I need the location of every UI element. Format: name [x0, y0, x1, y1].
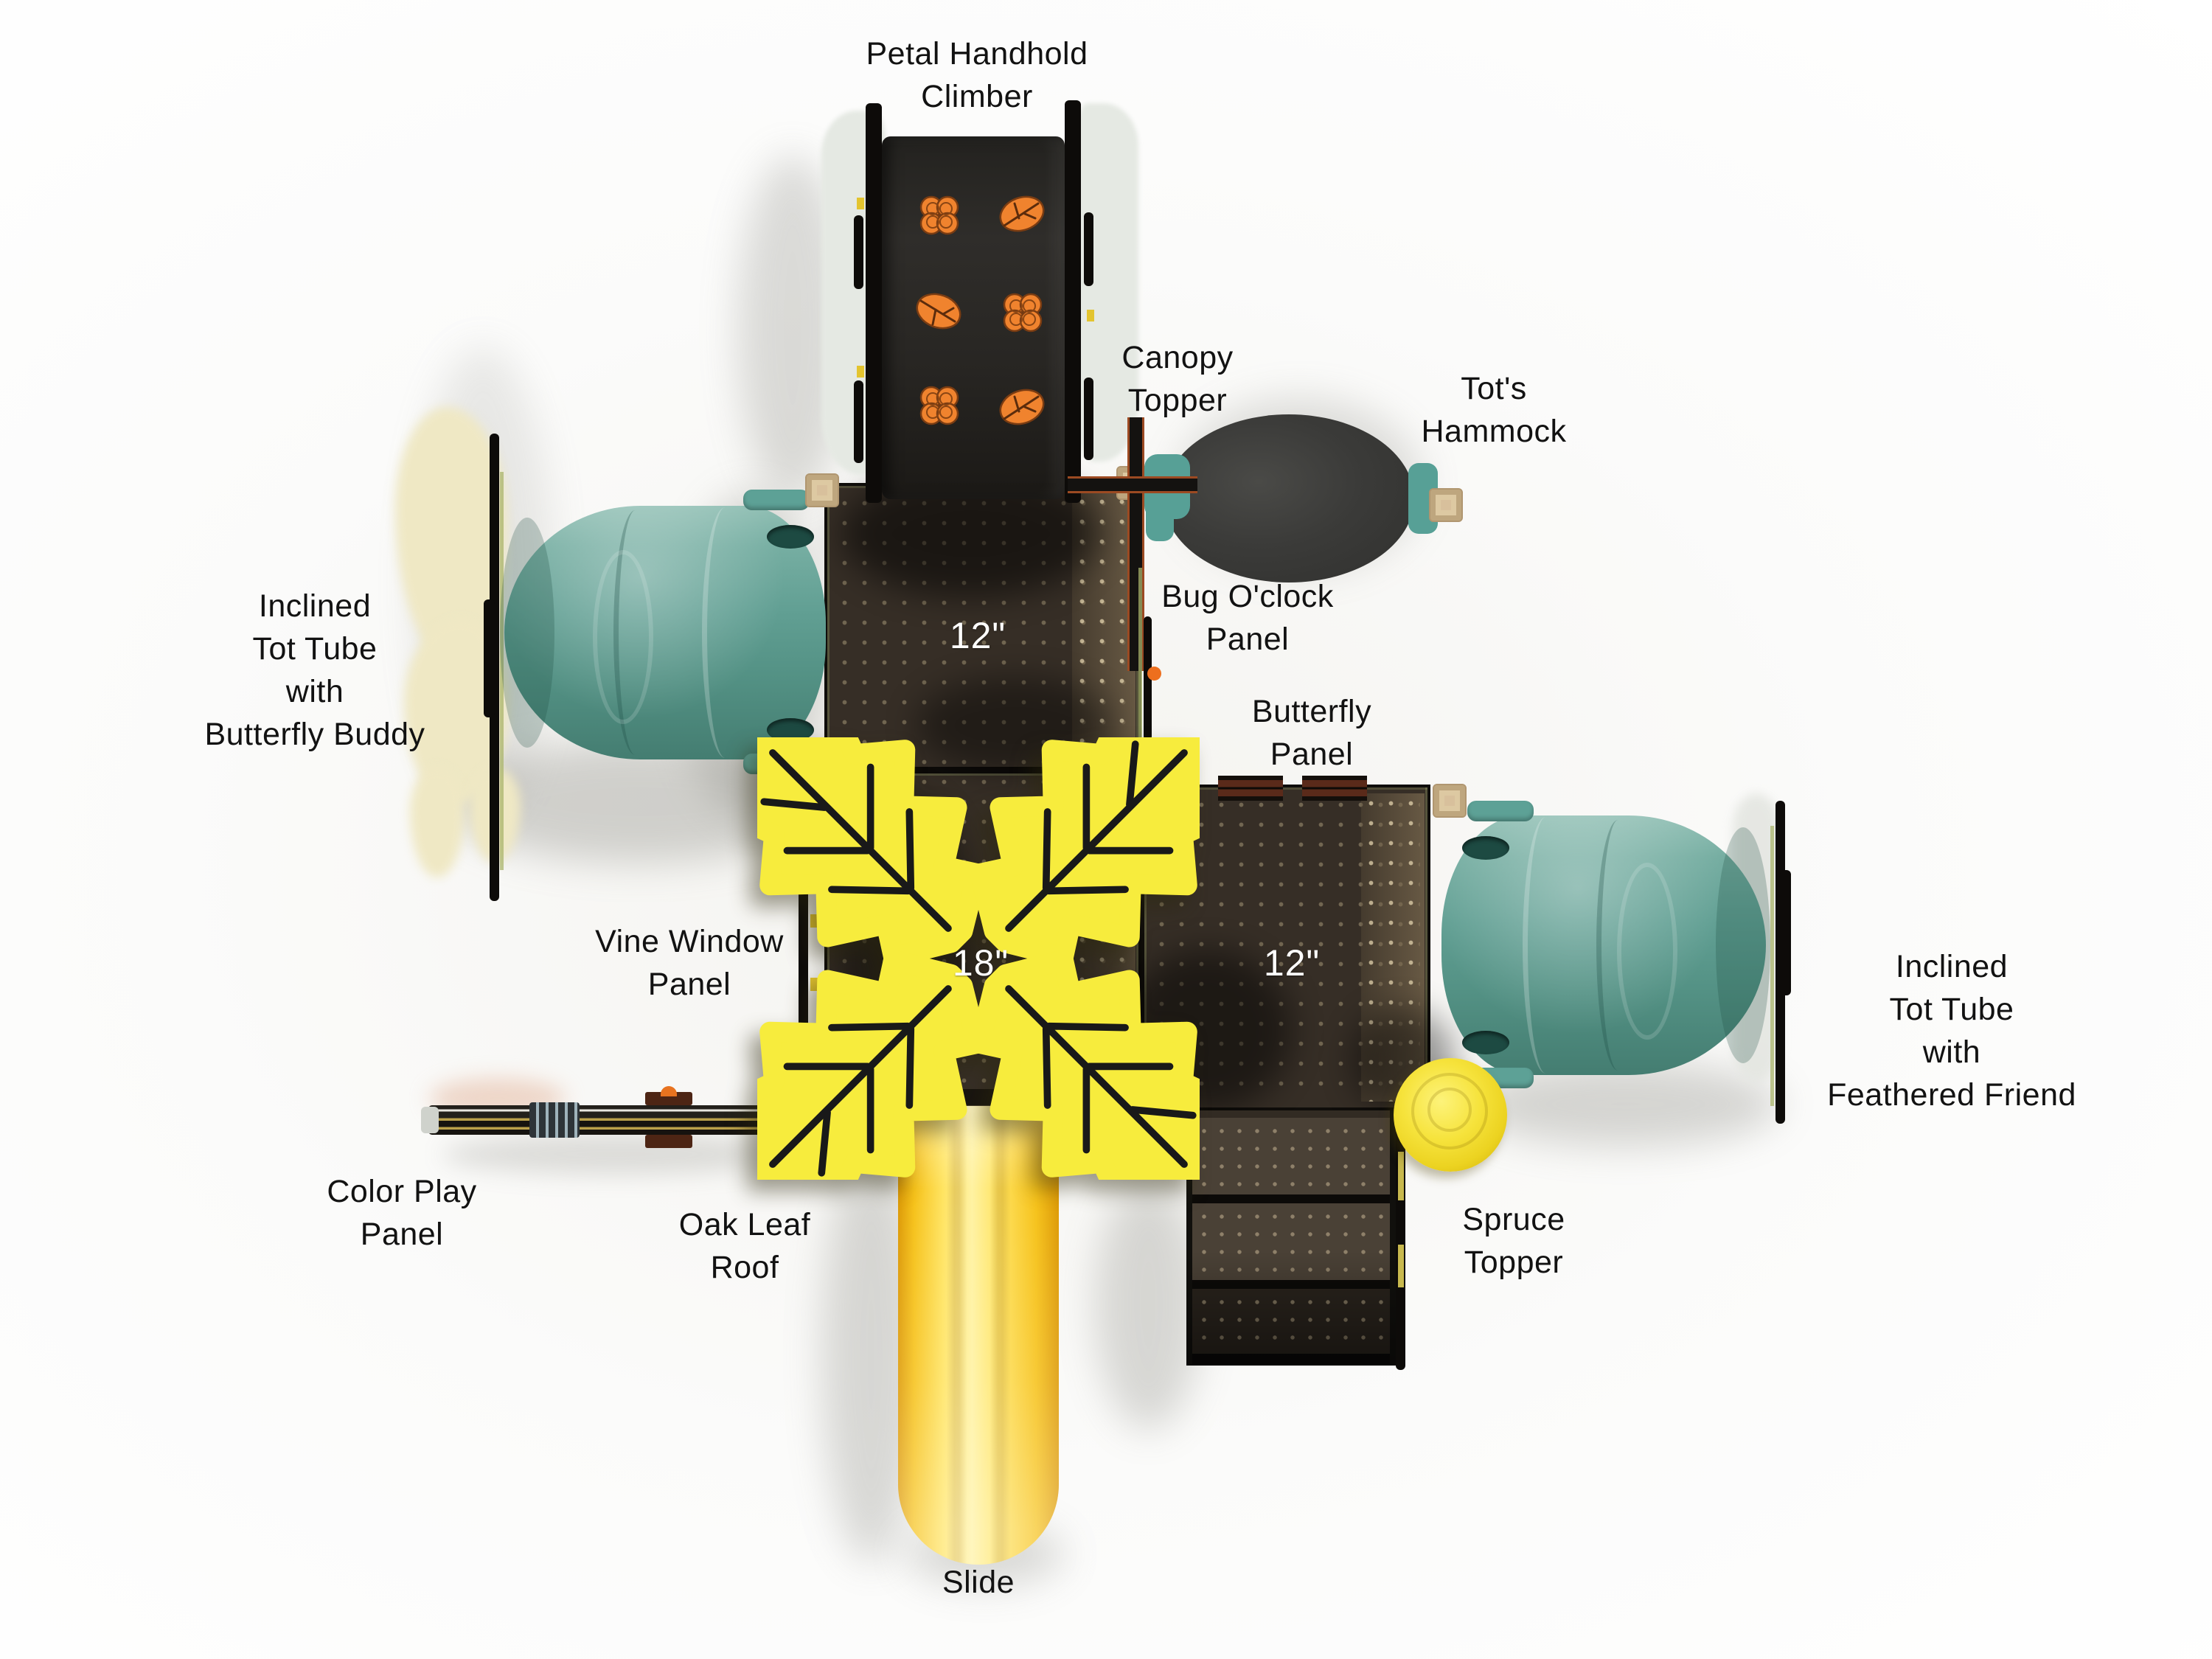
label-tot-tube-right: Inclined Tot Tube with Feathered Friend [1827, 949, 2076, 1113]
tube-emboss-oval [593, 550, 653, 724]
color-play-clamp [529, 1102, 580, 1138]
tube-tab [1467, 801, 1534, 821]
butterfly-buddy-cap-shadow [410, 767, 465, 877]
label-spruce-topper: Spruce Topper [1462, 1202, 1565, 1280]
stair-bottom-edge [1186, 1354, 1396, 1366]
stair-tread [1191, 1203, 1391, 1280]
butterfly-panel-edge [1218, 776, 1283, 801]
label-oak-leaf-roof: Oak Leaf Roof [678, 1207, 811, 1285]
stair-rail-yellow-dash [1398, 1152, 1404, 1200]
tube-slot [1462, 836, 1509, 860]
spruce-topper-ring [1427, 1088, 1472, 1132]
climber-rail [1065, 100, 1081, 503]
color-play-bracket [645, 1092, 692, 1105]
color-play-end-cap [421, 1107, 439, 1133]
deck-highlight-band [1361, 793, 1425, 1102]
climber-rail-bracket [1084, 212, 1093, 286]
stair-side-rail [1186, 1110, 1192, 1366]
climber-yellow-peg [857, 366, 864, 378]
label-butterfly-panel: Butterfly Panel [1251, 694, 1372, 772]
tube-emboss-oval [1617, 863, 1677, 1040]
label-tot-tube-left: Inclined Tot Tube with Butterfly Buddy [204, 588, 425, 752]
deck-edge-highlight [1138, 568, 1142, 767]
deck-right [1122, 785, 1454, 1112]
tots-hammock [1164, 414, 1414, 582]
ground-shadow [1095, 1180, 1202, 1430]
leaf-handhold-icon [999, 195, 1045, 232]
butterfly-panel-edge [1302, 776, 1367, 801]
climber-rail-bracket [854, 215, 863, 289]
flower-handhold-icon [919, 195, 959, 235]
flower-handhold-icon [1003, 293, 1043, 333]
deck-height-label: 18" [952, 942, 1009, 984]
tube-slot [767, 525, 814, 549]
spruce-topper-cone [1394, 1058, 1507, 1172]
climber-rail-bracket [854, 380, 863, 463]
deck-height-label: 12" [1263, 942, 1321, 984]
label-canopy-topper: Canopy Topper [1121, 340, 1234, 418]
inclined-tot-tube-butterfly-buddy [500, 506, 826, 759]
climber-yellow-peg [857, 198, 864, 209]
leaf-handhold-icon [999, 389, 1045, 425]
label-slide: Slide [942, 1565, 1015, 1600]
label-petal-handhold-climber: Petal Handhold Climber [866, 36, 1088, 114]
deck-post [805, 473, 839, 507]
stair-tread-divider [1191, 1280, 1391, 1289]
label-tots-hammock: Tot's Hammock [1421, 371, 1567, 449]
stair-tread [1191, 1289, 1391, 1354]
bug-oclock-panel-edge [1144, 616, 1152, 740]
tube-seam [1596, 820, 1640, 1071]
label-color-play-panel: Color Play Panel [327, 1174, 477, 1252]
tube-seam [1523, 817, 1569, 1074]
tot-tube-left-end-panel-inner [484, 599, 495, 717]
spruce-topper-ring [1411, 1073, 1488, 1150]
hammock-post [1429, 488, 1463, 522]
stair-side-rail [1390, 1110, 1396, 1366]
ground-shadow [442, 1134, 789, 1175]
canopy-topper-beam-horizontal [1068, 479, 1197, 491]
slide-sheen [898, 1106, 1059, 1565]
climber-rail-bracket [1084, 378, 1093, 460]
stair-tread-divider [1191, 1194, 1391, 1203]
inclined-tot-tube-feathered-friend [1441, 815, 1770, 1075]
bug-oclock-orange-knob [1147, 667, 1161, 681]
color-play-orange-knob [661, 1086, 677, 1096]
stairs [1186, 1110, 1396, 1366]
color-play-panel [421, 1086, 804, 1148]
stair-shading [1186, 1110, 1396, 1366]
stair-rail-yellow-dash [1398, 1245, 1404, 1287]
slide-channel-lines [898, 1106, 1059, 1565]
deck-height-label: 12" [949, 615, 1006, 656]
deck-post [1433, 784, 1467, 818]
slide-chute [898, 1106, 1059, 1565]
tot-tube-left-edge-highlight [500, 472, 504, 870]
tube-slot [1462, 1031, 1509, 1054]
label-bug-oclock-panel: Bug O'clock Panel [1161, 579, 1334, 657]
deck-seam [827, 767, 1138, 773]
tube-seam [702, 507, 748, 758]
tot-tube-right-edge-highlight [1770, 826, 1774, 1106]
leaf-handhold-icon [916, 293, 961, 330]
tube-highlight [504, 506, 826, 759]
tube-end-cap-shade [500, 518, 554, 748]
tot-tube-right-end-panel-inner [1780, 870, 1791, 995]
tube-tab [743, 490, 810, 510]
climber-rail [866, 103, 882, 503]
climber-yellow-peg [1087, 310, 1094, 321]
tube-end-cap-shade [1716, 827, 1770, 1063]
color-play-bracket [645, 1135, 692, 1148]
label-vine-window-panel: Vine Window Panel [595, 924, 784, 1002]
flower-handhold-icon [919, 386, 959, 425]
stair-tread [1191, 1118, 1391, 1194]
